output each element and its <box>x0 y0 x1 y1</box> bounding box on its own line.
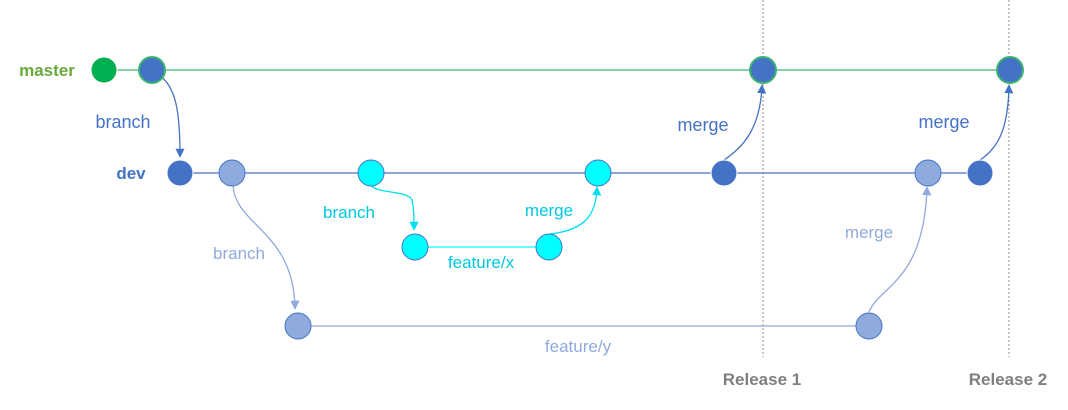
feature-y-commit <box>284 312 312 340</box>
feature-x-branch-label: feature/x <box>448 253 515 272</box>
branch-dev-feature-y-label: branch <box>213 244 265 263</box>
merge-dev-to-master-2-arrow <box>979 84 1014 161</box>
dev-commit <box>166 159 194 187</box>
dev-commit-merge-feature-x <box>584 159 612 187</box>
merge-feature-y-to-dev-arrow <box>868 186 932 313</box>
master-branch-label: master <box>19 61 75 80</box>
feature-x-commit <box>535 233 563 261</box>
merge-feature-x-dev-label: merge <box>525 201 573 220</box>
dev-commit <box>966 159 994 187</box>
dev-commit-branch-feature-x <box>357 159 385 187</box>
master-commit <box>138 56 166 84</box>
merge-dev-master-2-label: merge <box>918 112 969 132</box>
merge-dev-master-1-label: merge <box>677 115 728 135</box>
merge-feature-y-dev-label: merge <box>845 223 893 242</box>
master-commit-release-2 <box>996 56 1024 84</box>
branch-dev-to-feature-y-arrow <box>232 185 300 310</box>
merge-feature-x-to-dev-arrow <box>549 186 602 235</box>
dev-branch-label: dev <box>116 164 146 183</box>
feature-y-commit <box>855 312 883 340</box>
release-2-label: Release 2 <box>969 370 1047 389</box>
feature-y-branch-label: feature/y <box>545 337 612 356</box>
master-commit-release-1 <box>749 56 777 84</box>
branch-dev-feature-x-label: branch <box>323 203 375 222</box>
dev-commit <box>710 159 738 187</box>
merge-dev-to-master-1-arrow <box>723 84 767 161</box>
branch-dev-to-feature-x-arrow <box>370 184 419 231</box>
branch-master-to-dev-arrow <box>151 71 185 158</box>
branch-master-dev-label: branch <box>95 112 150 132</box>
dev-commit-branch-feature-y <box>218 159 246 187</box>
release-1-label: Release 1 <box>723 370 801 389</box>
feature-x-commit <box>401 233 429 261</box>
dev-commit-merge-feature-y <box>914 159 942 187</box>
master-commit-initial <box>90 56 118 84</box>
